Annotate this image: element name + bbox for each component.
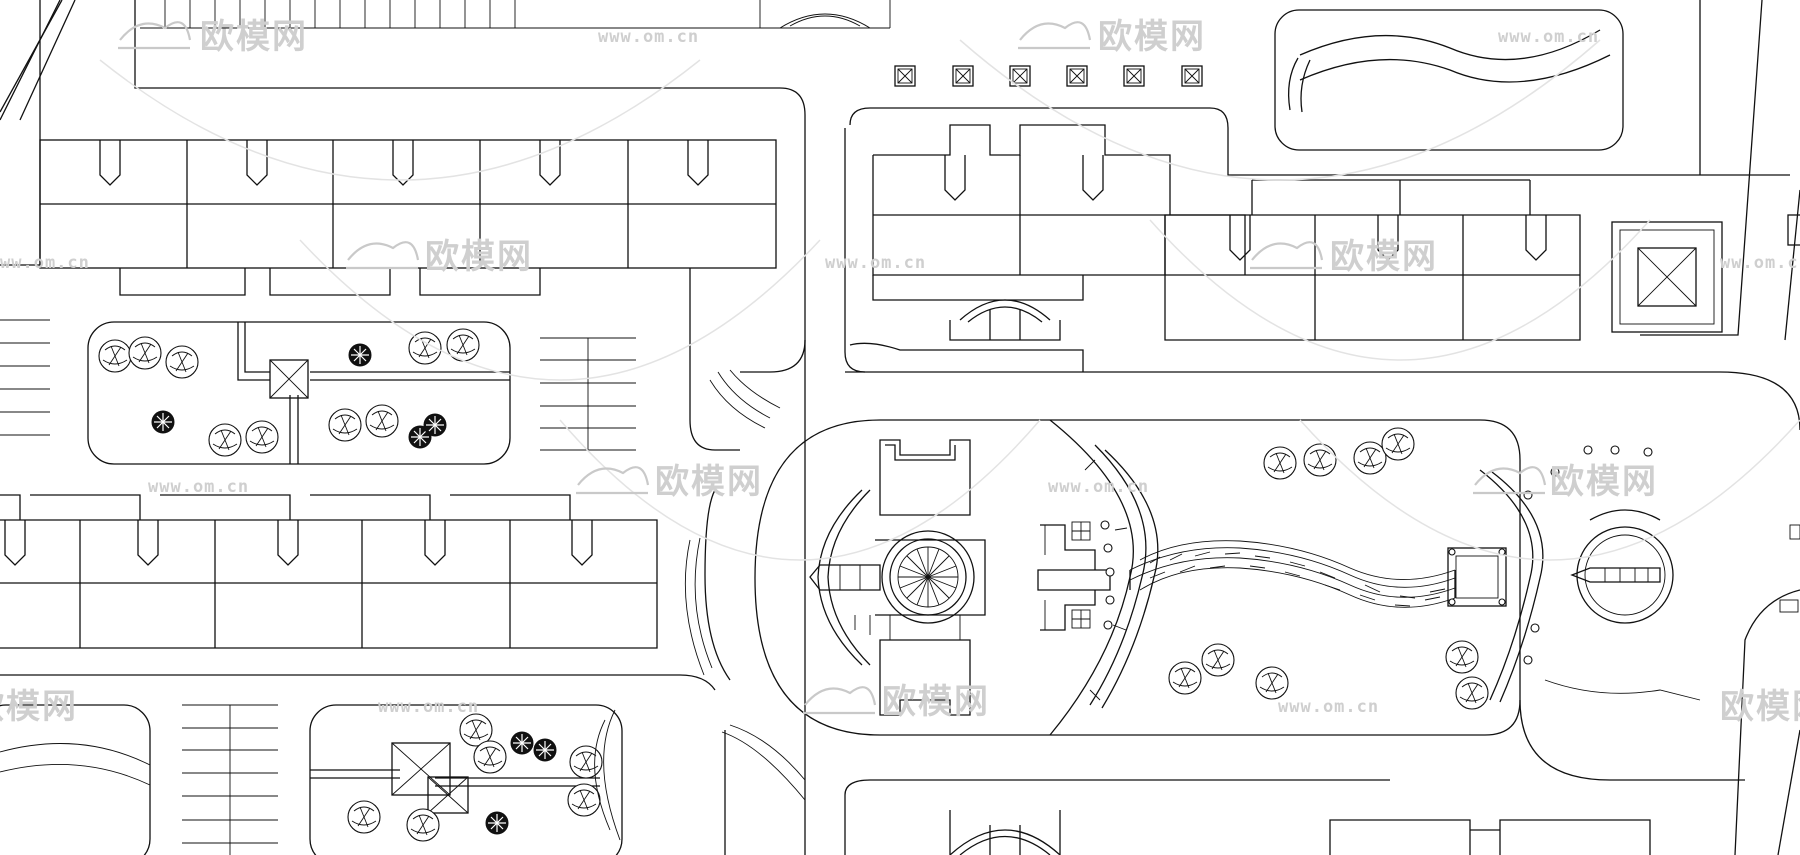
watermark-brand: 欧模网 [200,17,308,57]
curved-steps [684,369,806,801]
parking-stripes-top [140,0,891,29]
building-row-bottom [949,810,1651,855]
parking-stripes-left [0,319,636,855]
watermark-brand: 欧模网 [1330,237,1438,277]
watermark-url-partial: ww.om.cn [0,253,90,273]
building-row-middle-left [0,494,658,649]
corner-pavilion [1611,214,1800,333]
planter-squares-top [894,65,1203,87]
building-row-top-center [849,124,1581,372]
watermark-url: www.om.cn [378,697,479,717]
watermark-brand: 欧模网 [1550,462,1658,502]
watermark-layer: 欧模网 欧模网 欧模网 欧模网 欧模网 欧模网 欧模网 欧模网 欧模网 www.… [0,17,1800,727]
watermark-url: www.om.cn [1278,697,1379,717]
watermark-brand-partial: 欧模网 [0,687,78,727]
garden-lower-left [0,704,623,855]
watermark-url: www.om.cn [1048,477,1149,497]
watermark-url: www.om.cn [598,27,699,47]
building-row-top-left [39,139,777,296]
watermark-url: www.om.cn [148,477,249,497]
garden-upper-left [87,321,511,465]
watermark-brand: 欧模网 [882,682,990,722]
watermark-url: www.om.cn [825,253,926,273]
watermark-brand: 欧模网 [425,237,533,277]
watermark-url-partial: ww.om.cn [1720,253,1800,273]
watermark-brand: 欧模网 [1098,17,1206,57]
central-plaza [809,419,1800,736]
watermark-url: www.om.cn [1498,27,1599,47]
watermark-brand-partial: 欧模网 [1720,687,1800,727]
watermark-brand: 欧模网 [655,462,763,502]
watermark-logo-icon [118,21,1547,715]
